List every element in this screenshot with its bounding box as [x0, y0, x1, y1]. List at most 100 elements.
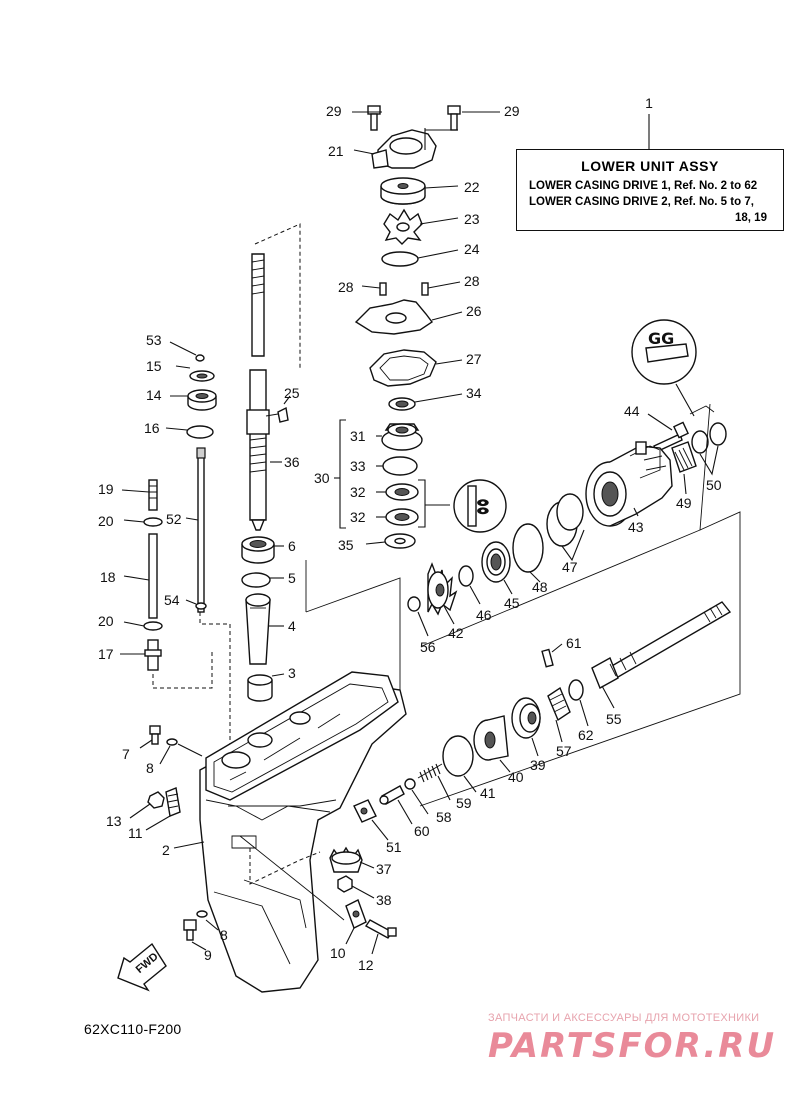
sleeve-4 [245, 593, 271, 665]
callout-37: 37 [376, 861, 392, 877]
ball-bearing-45 [481, 541, 511, 583]
shim-46 [458, 565, 474, 587]
drive-shaft-36 [246, 253, 270, 531]
washer-8-upper [166, 738, 178, 746]
reverse-gear-42 [427, 562, 458, 616]
callout-34: 34 [466, 385, 482, 401]
callout-22: 22 [464, 179, 480, 195]
callout-38: 38 [376, 892, 392, 908]
callout-23: 23 [464, 211, 480, 227]
callout-43: 43 [628, 519, 644, 535]
o-ring-53 [195, 354, 205, 362]
callout-30: 30 [314, 470, 330, 486]
dowel-pin-28-right [421, 282, 429, 296]
watermark-subtitle: ЗАПЧАСТИ И АКСЕССУАРЫ ДЛЯ МОТОТЕХНИКИ [488, 1012, 760, 1024]
clip-54 [195, 602, 207, 610]
callout-59: 59 [456, 795, 472, 811]
assembly-row-drive-2-cont: 18, 19 [735, 212, 767, 224]
oil-seal-32-upper [385, 483, 419, 501]
seal-34 [388, 397, 416, 411]
propeller-shaft-housing-43 [585, 441, 673, 527]
callout-29-right: 29 [504, 103, 520, 119]
callout-32-upper: 32 [350, 484, 366, 500]
callout-28-left: 28 [338, 279, 354, 295]
cross-pin-ring-62 [568, 679, 584, 701]
water-pump-housing [371, 128, 437, 169]
callout-5: 5 [288, 570, 296, 586]
o-ring-16 [186, 425, 214, 439]
callout-47: 47 [562, 559, 578, 575]
callout-24: 24 [464, 241, 480, 257]
callout-10: 10 [330, 945, 346, 961]
callout-21: 21 [328, 143, 344, 159]
callout-20-lower: 20 [98, 613, 114, 629]
callout-41: 41 [480, 785, 496, 801]
shift-rod-bushing-14 [187, 389, 217, 411]
bolt-7 [149, 725, 161, 745]
pinion-nut-38 [337, 875, 353, 893]
trim-tab-10 [345, 899, 367, 929]
callout-13: 13 [106, 813, 122, 829]
callout-54: 54 [164, 592, 180, 608]
oil-seal-32-lower [385, 508, 419, 526]
oil-seal-housing-31 [381, 423, 423, 451]
watermark-logo: PARTSFOR.RU [488, 1026, 777, 1066]
bolt-12 [364, 919, 397, 939]
callout-7: 7 [122, 746, 130, 762]
oil-seal-50a [691, 430, 709, 454]
grommet-19 [148, 479, 158, 511]
callout-55: 55 [606, 711, 622, 727]
callout-48: 48 [532, 579, 548, 595]
callout-53: 53 [146, 332, 162, 348]
hose-18 [148, 533, 158, 619]
callout-20-upper: 20 [98, 513, 114, 529]
callout-46: 46 [476, 607, 492, 623]
callout-51: 51 [386, 839, 402, 855]
callout-25: 25 [284, 385, 300, 401]
o-ring-48 [512, 523, 544, 573]
callout-8-upper: 8 [146, 760, 154, 776]
callout-12: 12 [358, 957, 374, 973]
callout-6: 6 [288, 538, 296, 554]
bolt-29-right [447, 105, 461, 131]
callout-39: 39 [530, 757, 546, 773]
bearing-race-41 [442, 735, 474, 777]
needle-bearing-49 [671, 441, 697, 473]
callout-49: 49 [676, 495, 692, 511]
o-ring-33 [382, 456, 418, 476]
assembly-info-box: LOWER UNIT ASSY LOWER CASING DRIVE 1, Re… [516, 149, 784, 231]
bushing-6 [241, 536, 275, 564]
callout-45: 45 [504, 595, 520, 611]
spring-59 [417, 763, 443, 783]
callout-60: 60 [414, 823, 430, 839]
callout-9: 9 [204, 947, 212, 963]
callout-36: 36 [284, 454, 300, 470]
callout-4: 4 [288, 618, 296, 634]
assembly-row-drive-1: LOWER CASING DRIVE 1, Ref. No. 2 to 62 [529, 180, 758, 192]
circlip-47b [556, 493, 584, 531]
nipple-17 [144, 639, 162, 671]
dog-clutch-57 [547, 686, 571, 722]
svg-text:GG: GG [648, 329, 674, 348]
assembly-row-drive-2: LOWER CASING DRIVE 2, Ref. No. 5 to 7, [529, 196, 754, 208]
callout-35: 35 [338, 537, 354, 553]
taper-roller-bearing-40 [473, 715, 509, 761]
seal-15 [189, 370, 215, 382]
assembly-title: LOWER UNIT ASSY [581, 158, 719, 174]
bolt-9 [183, 919, 197, 941]
callout-3: 3 [288, 665, 296, 681]
washer-35 [384, 533, 416, 549]
pinion-gear-37 [329, 846, 363, 873]
callout-29-left: 29 [326, 103, 342, 119]
shift-cam-51 [353, 799, 377, 823]
forward-arrow-icon: FWD [117, 942, 167, 992]
callout-18: 18 [100, 569, 116, 585]
svg-text:ⵓ: ⵓ [476, 495, 490, 519]
oil-seal-50b [709, 422, 727, 446]
callout-26: 26 [466, 303, 482, 319]
callout-52: 52 [166, 511, 182, 527]
callout-57: 57 [556, 743, 572, 759]
shim-56 [407, 596, 421, 612]
o-ring-5 [241, 572, 271, 588]
